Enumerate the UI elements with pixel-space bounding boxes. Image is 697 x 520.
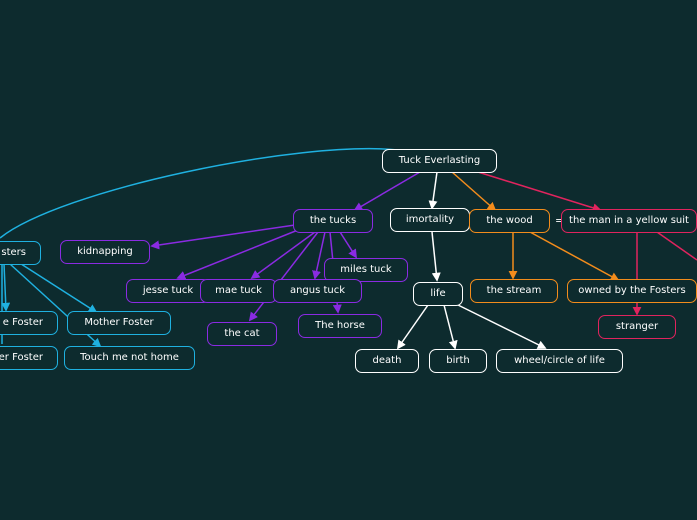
edge-yellow-suit-offscreen [656, 231, 697, 261]
node-the-wood[interactable]: the wood [469, 209, 550, 233]
edge-tucks-jesse [176, 229, 299, 280]
node-the-stream[interactable]: the stream [470, 279, 558, 303]
edge-root-fosters [0, 147, 399, 239]
node-fosters[interactable]: sters [0, 241, 41, 265]
node-jesse-tuck[interactable]: jesse tuck [126, 279, 210, 303]
edge-root-yellow-suit [477, 171, 602, 213]
equals-icon: = [555, 214, 565, 227]
edge-tucks-kidnapping [150, 224, 296, 250]
edge-tucks-mae [250, 231, 316, 280]
edge-life-birth [443, 304, 458, 350]
edge-imortality-life [431, 231, 441, 282]
node-the-horse[interactable]: The horse [298, 314, 382, 338]
edge-root-tucks [353, 171, 421, 211]
node-the-cat[interactable]: the cat [207, 322, 277, 346]
node-stranger[interactable]: stranger [598, 315, 676, 339]
node-the-tucks[interactable]: the tucks [293, 209, 373, 233]
node-life[interactable]: life [413, 282, 463, 306]
node-wheel-circle-of-life[interactable]: wheel/circle of life [496, 349, 623, 373]
node-kidnapping[interactable]: kidnapping [60, 240, 150, 264]
node-tuck-everlasting[interactable]: Tuck Everlasting [382, 149, 497, 173]
node-owned-by-fosters[interactable]: owned by the Fosters [567, 279, 697, 303]
edge-tucks-angus [312, 231, 326, 280]
node-mother-foster[interactable]: Mother Foster [67, 311, 171, 335]
node-death[interactable]: death [355, 349, 419, 373]
node-imortality[interactable]: imortality [390, 208, 470, 232]
edge-tucks-miles [339, 231, 357, 259]
edge-fosters-e-foster [1, 263, 11, 312]
node-touch-me-not-home[interactable]: Touch me not home [64, 346, 195, 370]
edge-life-wheel [457, 304, 547, 349]
node-man-in-yellow-suit[interactable]: the man in a yellow suit [561, 209, 697, 233]
edge-wood-owned [529, 231, 620, 281]
edge-life-death [396, 304, 429, 350]
node-e-foster[interactable]: e Foster [0, 311, 58, 335]
node-angus-tuck[interactable]: angus tuck [273, 279, 362, 303]
edge-root-wood [451, 171, 497, 212]
node-er-foster[interactable]: er Foster [0, 346, 58, 370]
edge-fosters-mother [17, 261, 98, 313]
node-mae-tuck[interactable]: mae tuck [200, 279, 277, 303]
edge-root-imortality [428, 171, 438, 210]
node-birth[interactable]: birth [429, 349, 487, 373]
node-miles-tuck[interactable]: miles tuck [324, 258, 408, 282]
edge-tucks-cat [248, 231, 319, 322]
